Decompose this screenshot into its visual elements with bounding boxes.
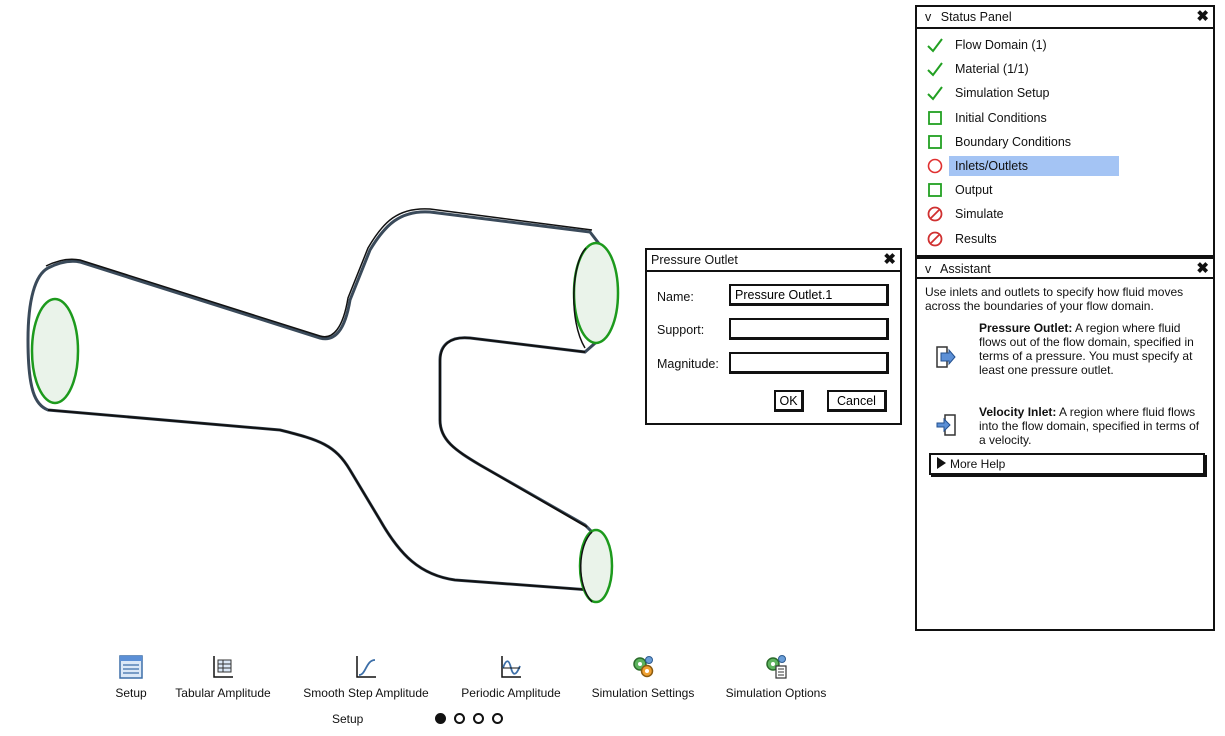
status-item-label: Results bbox=[955, 231, 997, 246]
periodic-amplitude-label: Periodic Amplitude bbox=[461, 686, 561, 700]
check-icon bbox=[927, 62, 943, 77]
magnitude-label: Magnitude: bbox=[657, 357, 719, 371]
pager-dot[interactable] bbox=[473, 713, 484, 724]
y-pipe-model bbox=[26, 208, 612, 592]
status-item-label: Simulation Setup bbox=[955, 86, 1050, 101]
support-label: Support: bbox=[657, 323, 705, 337]
pressure-outlet-icon bbox=[936, 346, 956, 368]
setup-tool[interactable]: Setup bbox=[111, 654, 151, 700]
status-item[interactable]: Initial Conditions bbox=[917, 106, 1213, 130]
collapse-chevron-icon[interactable]: v bbox=[925, 262, 932, 276]
empty-checkbox-icon bbox=[928, 183, 942, 198]
pager-dot[interactable] bbox=[492, 713, 503, 724]
status-item-label: Material (1/1) bbox=[955, 62, 1029, 77]
assistant-header[interactable]: v Assistant ✖ bbox=[917, 257, 1213, 279]
status-item[interactable]: Boundary Conditions bbox=[917, 130, 1213, 154]
name-field[interactable] bbox=[729, 284, 889, 306]
name-label: Name: bbox=[657, 290, 694, 304]
simulation-settings-label: Simulation Settings bbox=[591, 686, 695, 700]
smooth-step-icon bbox=[356, 656, 376, 678]
velocity-inlet-text: A region where fluid flows into the flow… bbox=[979, 405, 1200, 447]
blocked-icon bbox=[927, 231, 943, 246]
empty-checkbox-icon bbox=[928, 134, 942, 149]
setup-tool-label: Setup bbox=[115, 686, 147, 700]
collapse-chevron-icon[interactable]: v bbox=[925, 10, 932, 24]
incomplete-circle-icon bbox=[927, 158, 943, 174]
tabular-amplitude-tool[interactable]: Tabular Amplitude bbox=[168, 654, 278, 700]
pressure-outlet-text: A region where fluid flows out of the fl… bbox=[979, 321, 1194, 377]
cancel-button[interactable]: Cancel bbox=[827, 390, 887, 412]
status-panel-header[interactable]: v Status Panel ✖ bbox=[917, 7, 1213, 29]
close-icon[interactable]: ✖ bbox=[1196, 260, 1209, 277]
status-panel-title: Status Panel bbox=[940, 10, 1012, 24]
setup-table-icon bbox=[119, 655, 143, 679]
simulation-options-label: Simulation Options bbox=[725, 686, 827, 700]
expand-triangle-icon bbox=[937, 457, 946, 469]
tabular-amplitude-icon bbox=[213, 656, 233, 678]
status-list: Flow Domain (1) Material (1/1) Simulation … bbox=[917, 29, 1213, 251]
smooth-step-amplitude-tool[interactable]: Smooth Step Amplitude bbox=[294, 654, 438, 700]
blocked-icon bbox=[927, 206, 943, 222]
status-item-label: Boundary Conditions bbox=[955, 134, 1072, 149]
gears-settings-icon bbox=[633, 656, 654, 678]
status-item-label: Simulate bbox=[955, 207, 1004, 222]
ok-button[interactable]: OK bbox=[774, 390, 804, 412]
pressure-outlet-title: Pressure Outlet: bbox=[979, 321, 1073, 335]
magnitude-field[interactable] bbox=[729, 352, 889, 374]
status-item[interactable]: Results bbox=[917, 227, 1213, 251]
simulation-settings-tool[interactable]: Simulation Settings bbox=[584, 654, 702, 700]
velocity-inlet-help: Velocity Inlet: A region where fluid flo… bbox=[925, 405, 1205, 447]
status-panel: v Status Panel ✖ Flow Domain (1) Material… bbox=[915, 5, 1215, 257]
velocity-inlet-title: Velocity Inlet: bbox=[979, 405, 1057, 419]
left-boundary-face[interactable] bbox=[30, 297, 80, 405]
status-item-label: Output bbox=[955, 183, 993, 198]
more-help-button[interactable]: More Help bbox=[929, 453, 1205, 475]
dialog-title: Pressure Outlet bbox=[651, 253, 738, 267]
pager-dot[interactable] bbox=[454, 713, 465, 724]
status-item[interactable]: Simulation Setup bbox=[917, 81, 1213, 105]
smooth-step-label: Smooth Step Amplitude bbox=[303, 686, 429, 700]
status-item[interactable]: Simulate bbox=[917, 202, 1213, 226]
check-icon bbox=[927, 86, 943, 101]
more-help-label: More Help bbox=[950, 457, 1006, 471]
close-icon[interactable]: ✖ bbox=[1196, 8, 1209, 25]
status-item[interactable]: Material (1/1) bbox=[917, 57, 1213, 81]
empty-checkbox-icon bbox=[928, 110, 942, 125]
simulation-options-tool[interactable]: Simulation Options bbox=[718, 654, 834, 700]
status-item[interactable]: Output bbox=[917, 178, 1213, 202]
status-item[interactable]: Inlets/Outlets bbox=[917, 154, 1213, 178]
model-viewport[interactable] bbox=[0, 0, 910, 630]
pressure-outlet-help: Pressure Outlet: A region where fluid fl… bbox=[925, 321, 1205, 399]
pager-label: Setup bbox=[332, 712, 364, 726]
periodic-amplitude-icon bbox=[501, 656, 521, 678]
pressure-outlet-dialog: Pressure Outlet ✖ Name: Support: Magnitu… bbox=[645, 248, 902, 425]
status-item[interactable]: Flow Domain (1) bbox=[917, 33, 1213, 57]
assistant-intro: Use inlets and outlets to specify how fl… bbox=[925, 285, 1184, 313]
tabular-amplitude-label: Tabular Amplitude bbox=[175, 686, 271, 700]
status-item-label: Inlets/Outlets bbox=[949, 155, 1119, 176]
assistant-panel: v Assistant ✖ Use inlets and outlets to … bbox=[915, 257, 1215, 631]
periodic-amplitude-tool[interactable]: Periodic Amplitude bbox=[453, 654, 569, 700]
gears-options-icon bbox=[766, 655, 787, 679]
dialog-title-bar[interactable]: Pressure Outlet ✖ bbox=[647, 250, 900, 272]
velocity-inlet-icon bbox=[936, 414, 956, 436]
close-icon[interactable]: ✖ bbox=[883, 251, 896, 268]
pager-dot[interactable] bbox=[435, 713, 446, 724]
status-item-label: Initial Conditions bbox=[955, 110, 1047, 125]
assistant-title: Assistant bbox=[940, 262, 991, 276]
check-icon bbox=[927, 38, 943, 53]
status-item-label: Flow Domain (1) bbox=[955, 38, 1047, 52]
support-field[interactable] bbox=[729, 318, 889, 340]
